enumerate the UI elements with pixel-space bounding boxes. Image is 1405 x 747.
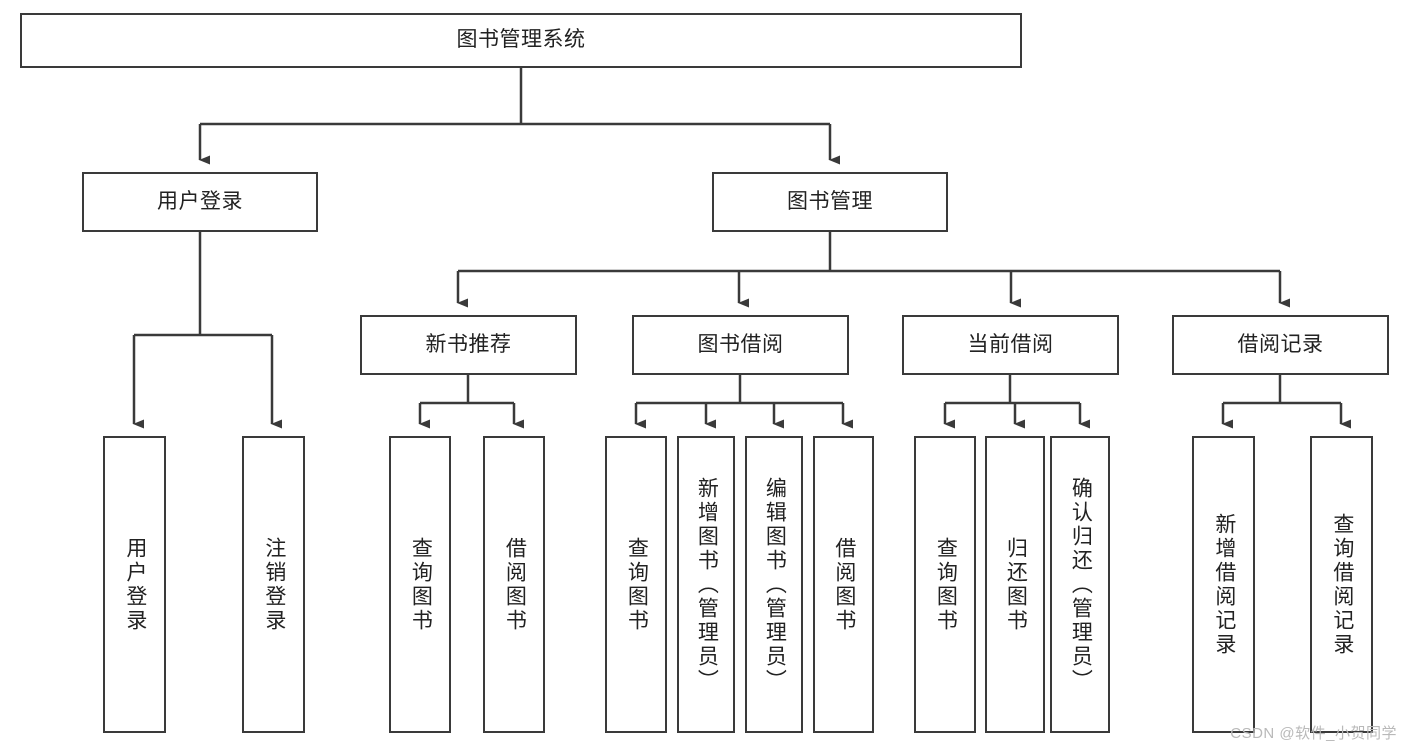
node-book-borrow[interactable]: 图书借阅 [632, 315, 849, 375]
leaf-query-book-newbook-label: 查询图书 [409, 536, 433, 633]
leaf-add-book-admin-label: 新增图书（管理员） [695, 476, 719, 693]
leaf-borrow-book-newbook-label: 借阅图书 [503, 536, 527, 633]
leaf-query-book-borrow[interactable]: 查询图书 [605, 436, 667, 733]
leaf-confirm-return-admin-label: 确认归还（管理员） [1069, 476, 1093, 693]
node-root[interactable]: 图书管理系统 [20, 13, 1022, 68]
leaf-edit-book-admin[interactable]: 编辑图书（管理员） [745, 436, 803, 733]
node-user-login[interactable]: 用户登录 [82, 172, 318, 232]
leaf-query-book-current-label: 查询图书 [934, 536, 958, 633]
leaf-edit-book-admin-label: 编辑图书（管理员） [763, 476, 787, 693]
leaf-logout-label: 注销登录 [262, 536, 286, 633]
node-current-borrow-label: 当前借阅 [967, 332, 1054, 356]
node-book-management-label: 图书管理 [787, 189, 873, 213]
leaf-query-borrow-record[interactable]: 查询借阅记录 [1310, 436, 1373, 733]
node-current-borrow[interactable]: 当前借阅 [902, 315, 1119, 375]
leaf-user-login-label: 用户登录 [123, 536, 147, 633]
node-book-borrow-label: 图书借阅 [697, 332, 784, 356]
leaf-add-borrow-record-label: 新增借阅记录 [1212, 512, 1236, 657]
watermark: CSDN @软件_小贺同学 [1230, 725, 1397, 742]
node-user-login-label: 用户登录 [157, 189, 243, 213]
node-borrow-record-label: 借阅记录 [1237, 332, 1324, 356]
node-new-book-recommend-label: 新书推荐 [425, 332, 512, 356]
leaf-borrow-book-newbook[interactable]: 借阅图书 [483, 436, 545, 733]
node-book-management[interactable]: 图书管理 [712, 172, 948, 232]
leaf-add-borrow-record[interactable]: 新增借阅记录 [1192, 436, 1255, 733]
leaf-confirm-return-admin[interactable]: 确认归还（管理员） [1050, 436, 1110, 733]
leaf-query-book-newbook[interactable]: 查询图书 [389, 436, 451, 733]
leaf-return-book-label: 归还图书 [1004, 536, 1028, 633]
leaf-logout[interactable]: 注销登录 [242, 436, 305, 733]
leaf-query-book-current[interactable]: 查询图书 [914, 436, 976, 733]
leaf-user-login[interactable]: 用户登录 [103, 436, 166, 733]
leaf-return-book[interactable]: 归还图书 [985, 436, 1045, 733]
leaf-query-borrow-record-label: 查询借阅记录 [1330, 512, 1354, 657]
node-root-label: 图书管理系统 [456, 28, 586, 52]
node-new-book-recommend[interactable]: 新书推荐 [360, 315, 577, 375]
node-borrow-record[interactable]: 借阅记录 [1172, 315, 1389, 375]
leaf-query-book-borrow-label: 查询图书 [625, 536, 649, 633]
leaf-borrow-book-borrow-label: 借阅图书 [832, 536, 856, 633]
leaf-add-book-admin[interactable]: 新增图书（管理员） [677, 436, 735, 733]
leaf-borrow-book-borrow[interactable]: 借阅图书 [813, 436, 874, 733]
